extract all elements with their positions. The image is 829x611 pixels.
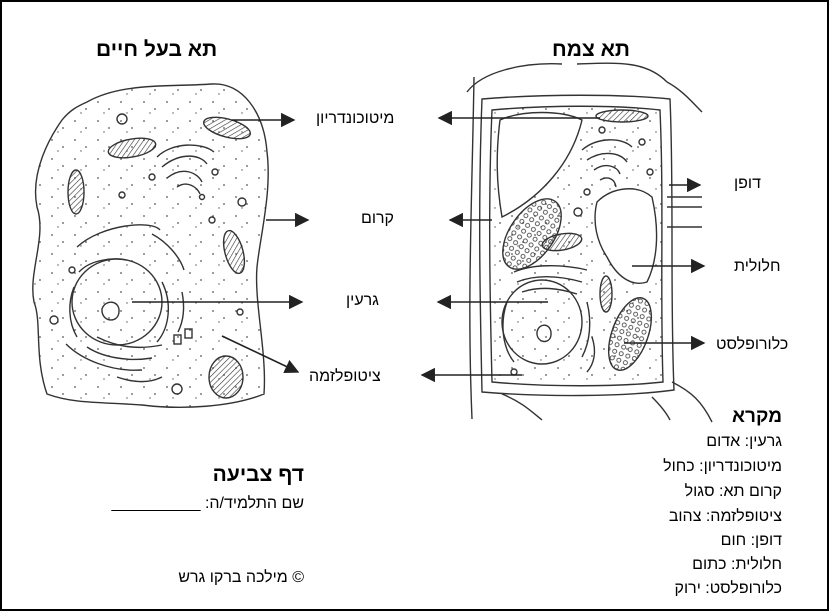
legend-title: מקרא xyxy=(732,406,782,427)
plant-chloroplast xyxy=(599,275,613,313)
animal-cell-membrane xyxy=(32,83,269,408)
plant-vacuole xyxy=(496,111,583,219)
animal-mitochondrion xyxy=(203,116,251,140)
legend-item: דופן: חום xyxy=(720,532,782,549)
animal-mitochondrion xyxy=(222,229,246,275)
copyright-notice: © מילכה ברקו גרש xyxy=(178,569,304,586)
plant-cell-wall xyxy=(478,94,675,397)
plant-cell-title: תא צמח xyxy=(552,38,630,61)
animal-mitochondrion xyxy=(67,169,85,215)
animal-cell-title: תא בעל חיים xyxy=(96,38,218,61)
label-membrane: קרום xyxy=(361,210,394,227)
plant-cell xyxy=(466,62,713,423)
animal-mitochondrion xyxy=(208,355,244,399)
label-mitochondria: מיטוכונדריון xyxy=(316,110,395,127)
plant-vacuole xyxy=(594,188,658,284)
plant-nucleus xyxy=(501,279,583,365)
arrow-animal-cytoplasm xyxy=(221,335,300,373)
label-cell-wall: דופן xyxy=(734,175,761,192)
plant-chloroplast xyxy=(607,297,653,371)
legend-item: קרום תא: סגול xyxy=(684,483,782,500)
student-name-field[interactable]: שם התלמיד/ה: __________ xyxy=(111,495,304,512)
sheet-title: דף צביעה xyxy=(212,463,304,486)
legend-item: כלורופלסט: ירוק xyxy=(674,580,782,597)
legend-item: ציטופלזמה: צהוב xyxy=(668,508,782,525)
plant-mitochondrion xyxy=(595,109,649,123)
label-cytoplasm: ציטופלזמה xyxy=(309,368,381,385)
animal-cell xyxy=(32,83,269,408)
legend-item: מיטוכונדריון: כחול xyxy=(663,458,782,475)
animal-mitochondrion xyxy=(107,137,157,159)
label-arrows xyxy=(132,110,706,383)
animal-nucleolus xyxy=(101,301,120,321)
legend-item: גרעין: אדום xyxy=(706,433,782,450)
plant-nucleolus xyxy=(536,324,552,343)
label-chloroplast: כלורופלסט xyxy=(716,336,789,353)
legend-item: חלולית: כתום xyxy=(692,556,782,573)
plant-mitochondrion xyxy=(541,232,583,252)
label-nucleus: גרעין xyxy=(346,292,379,309)
label-vacuole: חלולית xyxy=(734,258,781,275)
